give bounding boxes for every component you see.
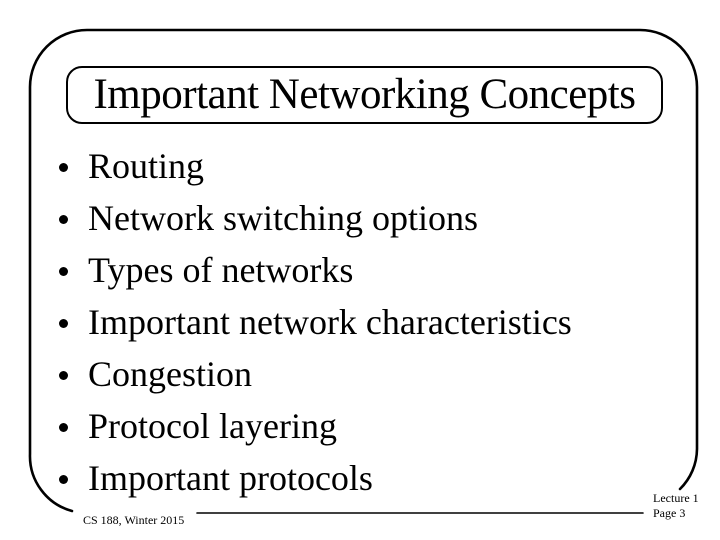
list-item: Congestion <box>59 348 572 400</box>
bullet-text: Protocol layering <box>88 406 337 446</box>
slide-title-box: Important Networking Concepts <box>66 66 663 124</box>
footer-page-label: Page 3 <box>653 506 686 520</box>
bullet-list: Routing Network switching options Types … <box>59 140 572 504</box>
bullet-text: Network switching options <box>88 198 478 238</box>
bullet-icon <box>59 214 68 224</box>
bullet-icon <box>59 422 68 432</box>
bullet-icon <box>59 370 68 380</box>
bullet-icon <box>59 266 68 276</box>
bullet-text: Types of networks <box>88 250 354 290</box>
footer-lecture-page: Lecture 1 Page 3 <box>653 491 699 521</box>
footer-course-label: CS 188, Winter 2015 <box>83 513 185 527</box>
list-item: Important protocols <box>59 452 572 504</box>
list-item: Network switching options <box>59 192 572 244</box>
list-item: Routing <box>59 140 572 192</box>
slide-title: Important Networking Concepts <box>93 70 636 118</box>
bullet-text: Congestion <box>88 354 253 394</box>
list-item: Protocol layering <box>59 400 572 452</box>
footer-lecture-label: Lecture 1 <box>653 491 699 505</box>
list-item: Types of networks <box>59 244 572 296</box>
bullet-icon <box>59 318 68 328</box>
bullet-text: Routing <box>88 146 205 186</box>
bullet-text: Important protocols <box>88 458 373 498</box>
bullet-icon <box>59 474 68 484</box>
bullet-icon <box>59 162 68 172</box>
bullet-text: Important network characteristics <box>88 302 572 342</box>
list-item: Important network characteristics <box>59 296 572 348</box>
